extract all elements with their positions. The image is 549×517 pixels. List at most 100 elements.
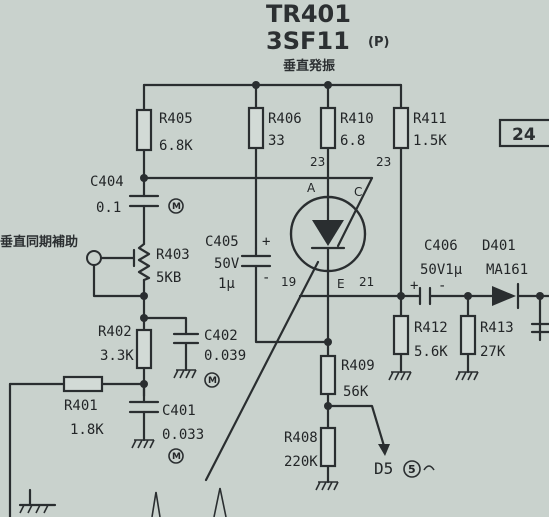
r402-value: 3.3K xyxy=(100,348,134,364)
r403-value: 5KB xyxy=(156,270,181,286)
resistor-r409 xyxy=(319,354,337,396)
title-function: 垂直発振 xyxy=(283,58,335,74)
r409-value: 56K xyxy=(343,384,369,400)
r405-value: 6.8K xyxy=(159,138,193,154)
pin-23-anode: 23 xyxy=(310,155,325,169)
connector-num: 5 xyxy=(408,463,416,476)
r403-wiper xyxy=(92,248,146,298)
c406-value: 50V1μ xyxy=(420,262,463,278)
resistor-r408 xyxy=(319,426,337,468)
diagonal-line xyxy=(204,260,320,482)
pin-23-gate: 23 xyxy=(376,155,391,169)
r411-value: 1.5K xyxy=(413,133,447,149)
r413-ref: R413 xyxy=(480,320,514,336)
resistor-r412 xyxy=(392,314,410,356)
connector-label: D5 xyxy=(374,459,393,478)
thyristor-triangle xyxy=(312,220,344,246)
wire-to-d5 xyxy=(326,404,386,448)
page-ref: 24 xyxy=(512,125,536,145)
d401-value: MA161 xyxy=(486,262,528,278)
c404-value: 0.1 xyxy=(96,200,121,216)
arrow-icon xyxy=(378,444,390,456)
resistor-r401 xyxy=(62,375,104,393)
resistor-r406 xyxy=(247,106,265,150)
bottom-outline xyxy=(213,487,227,517)
r410-ref: R410 xyxy=(340,111,374,127)
c404-mark: M xyxy=(172,202,181,212)
c405-value: 50V xyxy=(214,256,240,272)
resistor-r403 xyxy=(137,242,151,282)
c402-ref: C402 xyxy=(204,328,238,344)
r403-ref: R403 xyxy=(156,247,190,263)
title-part: TR401 xyxy=(266,0,351,28)
r412-ref: R412 xyxy=(414,320,448,336)
resistor-r411 xyxy=(392,106,410,150)
r411-ref: R411 xyxy=(413,111,447,127)
r406-value: 33 xyxy=(268,133,285,149)
r412-value: 5.6K xyxy=(414,344,448,360)
c401-ref: C401 xyxy=(162,403,196,419)
capacitor-c406 xyxy=(418,286,494,306)
r401-value: 1.8K xyxy=(70,422,104,438)
diode-d401 xyxy=(492,286,516,306)
title-model-suffix: (P) xyxy=(368,35,389,50)
r409-ref: R409 xyxy=(341,358,375,374)
ground-symbol xyxy=(388,371,412,381)
c406-plus: + xyxy=(410,278,418,294)
pin-a: A xyxy=(307,181,316,195)
c406-minus: - xyxy=(438,278,446,294)
page-ref-box xyxy=(498,118,549,148)
resistor-r405 xyxy=(135,108,153,152)
title-model: 3SF11 xyxy=(266,27,350,55)
connector-arc xyxy=(423,465,435,471)
d401-ref: D401 xyxy=(482,238,516,254)
pin-c: C xyxy=(354,185,362,199)
r410-value: 6.8 xyxy=(340,133,365,149)
c404-mark-circle xyxy=(168,198,184,214)
thyristor-gate xyxy=(336,176,374,248)
c401-mark-circle xyxy=(168,448,184,464)
c402-mark: M xyxy=(208,376,217,386)
capacitor-c402 xyxy=(172,332,200,372)
ground-symbol xyxy=(455,371,479,381)
resistor-r410 xyxy=(319,106,337,150)
capacitor-edge xyxy=(530,294,549,342)
r402-ref: R402 xyxy=(98,324,132,340)
capacitor-c404 xyxy=(128,194,160,208)
pin-19: 19 xyxy=(281,275,296,289)
pin-e: E xyxy=(337,277,345,291)
r403-terminal xyxy=(86,250,102,266)
ground-symbol xyxy=(19,504,49,514)
wire-bottom-left xyxy=(18,488,57,507)
capacitor-c405 xyxy=(240,254,272,268)
bottom-outline xyxy=(151,491,161,517)
wire-c405 xyxy=(254,246,330,344)
resistor-r413 xyxy=(459,314,477,356)
c405-plus: + xyxy=(262,234,270,250)
resistor-r402 xyxy=(135,328,153,370)
c405-value2: 1μ xyxy=(218,276,235,292)
ground-symbol xyxy=(173,369,197,379)
c401-mark: M xyxy=(172,452,181,462)
c404-ref: C404 xyxy=(90,174,124,190)
side-label: 垂直同期補助 xyxy=(0,234,78,250)
wire-to-c402 xyxy=(142,316,188,336)
c405-minus: - xyxy=(262,270,270,286)
r406-ref: R406 xyxy=(268,111,302,127)
diode-d401-bar xyxy=(516,282,549,310)
c406-ref: C406 xyxy=(424,238,458,254)
c402-value: 0.039 xyxy=(204,348,246,364)
c401-value: 0.033 xyxy=(162,427,204,443)
ground-symbol xyxy=(315,481,339,491)
r401-ref: R401 xyxy=(64,398,98,414)
c405-ref: C405 xyxy=(205,234,239,250)
ground-symbol xyxy=(131,439,155,449)
r408-ref: R408 xyxy=(284,430,318,446)
capacitor-c401 xyxy=(128,400,160,414)
r408-value: 220K xyxy=(284,454,318,470)
r405-ref: R405 xyxy=(159,111,193,127)
r413-value: 27K xyxy=(480,344,506,360)
pin-21: 21 xyxy=(359,275,374,289)
